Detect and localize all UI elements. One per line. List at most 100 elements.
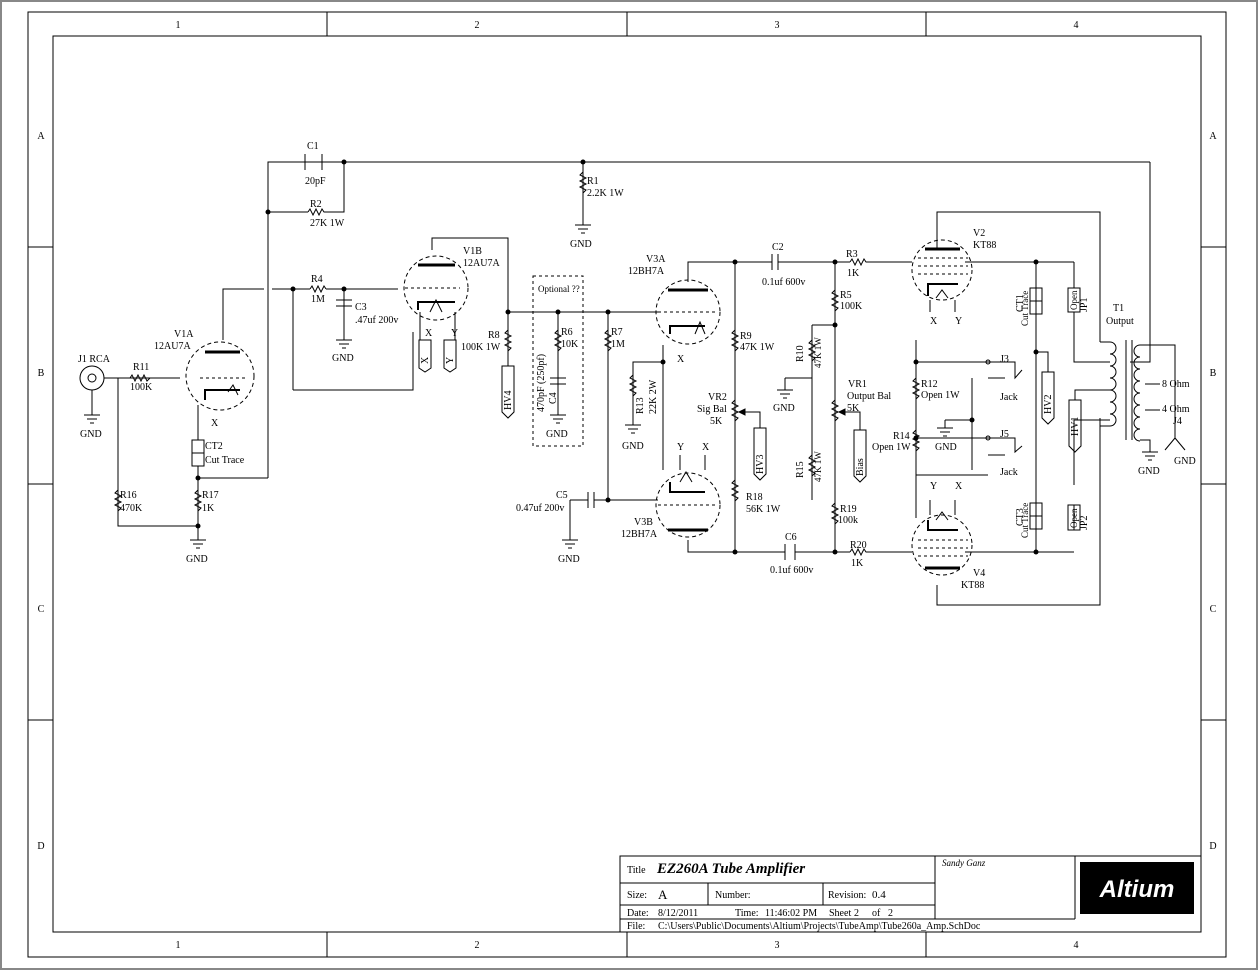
r14-symbol — [911, 429, 921, 452]
v2-type: KT88 — [973, 240, 996, 251]
jp1-open: Open — [1069, 290, 1079, 310]
r10-ref: R10 — [795, 345, 806, 362]
gnd-jack-label: GND — [935, 442, 957, 453]
r16-value: 470K — [120, 503, 143, 514]
jp2-symbol — [1067, 504, 1081, 531]
r8-value: 100K 1W — [461, 342, 501, 353]
v2-y: Y — [955, 316, 962, 327]
j3-jack — [988, 361, 1023, 380]
ct3-value: Cut Trace — [1020, 503, 1030, 538]
v1b-ref: V1B — [463, 246, 482, 257]
gnd-j1-label: GND — [80, 429, 102, 440]
of-label: of — [872, 908, 881, 919]
v2-x: X — [930, 316, 938, 327]
file-label: File: — [627, 921, 645, 932]
drawing-title: EZ260A Tube Amplifier — [656, 861, 805, 877]
r5-symbol — [830, 289, 840, 312]
r4-value: 1M — [311, 294, 325, 305]
zone-col-3-top: 3 — [775, 20, 780, 31]
size-value: A — [658, 887, 668, 902]
ground-symbols — [84, 224, 1158, 549]
r1-symbol — [578, 171, 588, 194]
y-port-label: Y — [445, 357, 456, 364]
gnd-r13-label: GND — [622, 441, 644, 452]
t1-value: Output — [1106, 316, 1134, 327]
number-label: Number: — [715, 890, 751, 901]
r1-value: 2.2K 1W — [587, 188, 624, 199]
v3b-tube — [655, 455, 721, 538]
r8-ref: R8 — [488, 330, 500, 341]
r15-symbol — [807, 454, 817, 477]
r13-ref: R13 — [635, 397, 646, 414]
r1-ref: R1 — [587, 176, 599, 187]
r9-value: 47K 1W — [740, 342, 775, 353]
vr1-ref: VR1 — [848, 379, 867, 390]
title-block: Title EZ260A Tube Amplifier Sandy Ganz S… — [619, 855, 1202, 933]
r3-ref: R3 — [846, 249, 858, 260]
time-value: 11:46:02 PM — [765, 908, 817, 919]
gnd-r1 — [575, 224, 591, 234]
author-name: Sandy Ganz — [942, 858, 986, 868]
cut-traces — [191, 287, 1081, 531]
v4-y: Y — [930, 481, 937, 492]
v1b-type: 12AU7A — [463, 258, 500, 269]
v3b-y: Y — [677, 442, 684, 453]
r20-ref: R20 — [850, 540, 867, 551]
j3-jack-label: Jack — [1000, 392, 1018, 403]
optional-label: Optional ?? — [538, 284, 580, 294]
r10-value: 47K 1W — [813, 337, 823, 368]
ct3-ref: CT3 — [1015, 508, 1026, 526]
j1-ref: J1 RCA — [78, 354, 111, 365]
vr2-ref: VR2 — [708, 392, 727, 403]
v3b-ref: V3B — [634, 517, 653, 528]
r12-symbol — [911, 377, 921, 400]
v4-type: KT88 — [961, 580, 984, 591]
t1-ref: T1 — [1113, 303, 1124, 314]
hv3-port — [753, 427, 767, 481]
r16-symbol — [113, 489, 123, 512]
altium-logo — [1080, 862, 1194, 914]
ct1-value: Cut Trace — [1020, 291, 1030, 326]
r14-ref: R14 — [893, 431, 910, 442]
v3b-type: 12BH7A — [621, 529, 658, 540]
hv3-label: HV3 — [755, 455, 766, 474]
jacks — [985, 359, 1023, 456]
r20-symbol — [849, 547, 868, 557]
zone-col-3-bottom: 3 — [775, 940, 780, 951]
r6-symbol — [553, 329, 563, 352]
vr2-value: 5K — [710, 416, 723, 427]
tubes — [185, 239, 973, 576]
sheet-label: Sheet — [829, 908, 851, 919]
r11-ref: R11 — [133, 362, 149, 373]
r17-symbol — [193, 489, 203, 512]
r4-ref: R4 — [311, 274, 323, 285]
zone-col-1-bottom: 1 — [176, 940, 181, 951]
vr2-symbol — [730, 399, 740, 422]
zone-row-a-left: A — [37, 131, 45, 142]
ct2-ref: CT2 — [205, 441, 223, 452]
bias-port — [853, 429, 867, 483]
date-label: Date: — [627, 908, 649, 919]
x-port-label: X — [420, 356, 431, 364]
gnd-c3 — [336, 339, 352, 349]
jp2-ref: JP2 — [1079, 516, 1090, 530]
r11-symbol — [129, 373, 151, 383]
y-port — [443, 339, 457, 373]
title-label: Title — [627, 865, 646, 876]
size-label: Size: — [627, 890, 647, 901]
hv2-port — [1041, 371, 1055, 425]
r19-symbol — [830, 502, 840, 525]
r9-symbol — [730, 329, 740, 352]
v4-tube — [911, 500, 973, 576]
gnd-j4-label: GND — [1174, 456, 1196, 467]
v3a-tube — [655, 279, 721, 345]
v3b-x: X — [702, 442, 710, 453]
vr2-type: Sig Bal — [697, 404, 727, 415]
r2-ref: R2 — [310, 199, 322, 210]
port-flags — [418, 339, 1082, 483]
r5-value: 100K — [840, 301, 863, 312]
c4-ref: C4 — [548, 392, 559, 404]
j5-ref: J5 — [1000, 429, 1009, 440]
v3a-type: 12BH7A — [628, 266, 665, 277]
hv1-label: HV1 — [1070, 417, 1081, 436]
